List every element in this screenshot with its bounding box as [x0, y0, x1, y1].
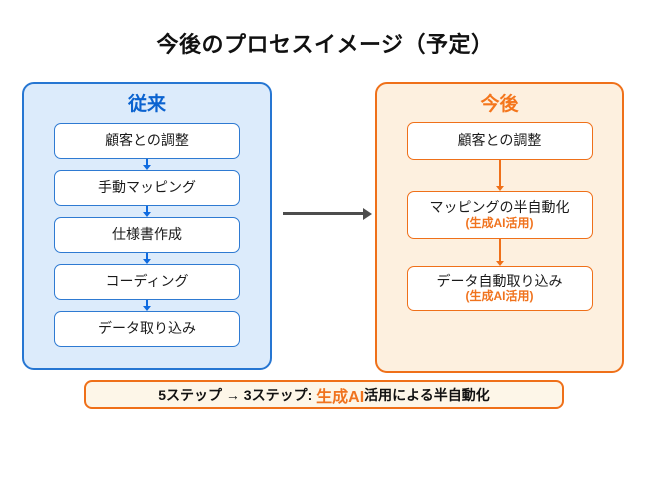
arrow-down-icon: [143, 253, 151, 264]
legacy-step-2: 手動マッピング: [54, 170, 240, 206]
arrow-down-icon: [495, 239, 504, 266]
arrow-down-icon: [143, 206, 151, 217]
future-step-1-label: 顧客との調整: [457, 132, 542, 149]
page-title: 今後のプロセスイメージ（予定）: [156, 32, 494, 57]
arrow-down-icon: [143, 300, 151, 311]
future-step-2: マッピングの半自動化 (生成AI活用): [406, 191, 593, 239]
future-step-2-note: (生成AI活用): [465, 215, 534, 230]
future-panel: 今後 顧客との調整 マッピングの半自動化 (生成AI活用) データ自動取り込み …: [375, 82, 624, 373]
summary-prefix: 5ステップ → 3ステップ:: [158, 386, 317, 403]
future-step-3-label: データ自動取り込み: [436, 272, 563, 289]
legacy-steps-stack: 顧客との調整 手動マッピング 仕様書作成 コーディング データ取り込み: [24, 123, 270, 347]
legacy-step-3: 仕様書作成: [54, 217, 240, 253]
arrow-down-icon: [495, 160, 504, 191]
future-step-1: 顧客との調整: [406, 122, 593, 160]
summary-suffix: 活用による半自動化: [364, 386, 490, 403]
legacy-step-5: データ取り込み: [54, 311, 240, 347]
legacy-panel-title: 従来: [127, 94, 166, 115]
future-steps-stack: 顧客との調整 マッピングの半自動化 (生成AI活用) データ自動取り込み (生成…: [377, 122, 622, 311]
future-step-3-note: (生成AI活用): [465, 289, 534, 304]
arrow-down-icon: [143, 159, 151, 170]
legacy-step-4: コーディング: [54, 264, 240, 300]
future-step-3: データ自動取り込み (生成AI活用): [406, 266, 593, 311]
summary-banner: 5ステップ → 3ステップ: 生成AI 活用による半自動化: [84, 380, 564, 409]
arrow-right-icon: [283, 207, 372, 220]
future-panel-title: 今後: [480, 94, 519, 115]
future-step-2-label: マッピングの半自動化: [429, 199, 570, 216]
legacy-step-1: 顧客との調整: [54, 123, 240, 159]
legacy-panel: 従来 顧客との調整 手動マッピング 仕様書作成 コーディング データ取り込み: [22, 82, 272, 370]
summary-highlight: 生成AI: [316, 388, 365, 406]
